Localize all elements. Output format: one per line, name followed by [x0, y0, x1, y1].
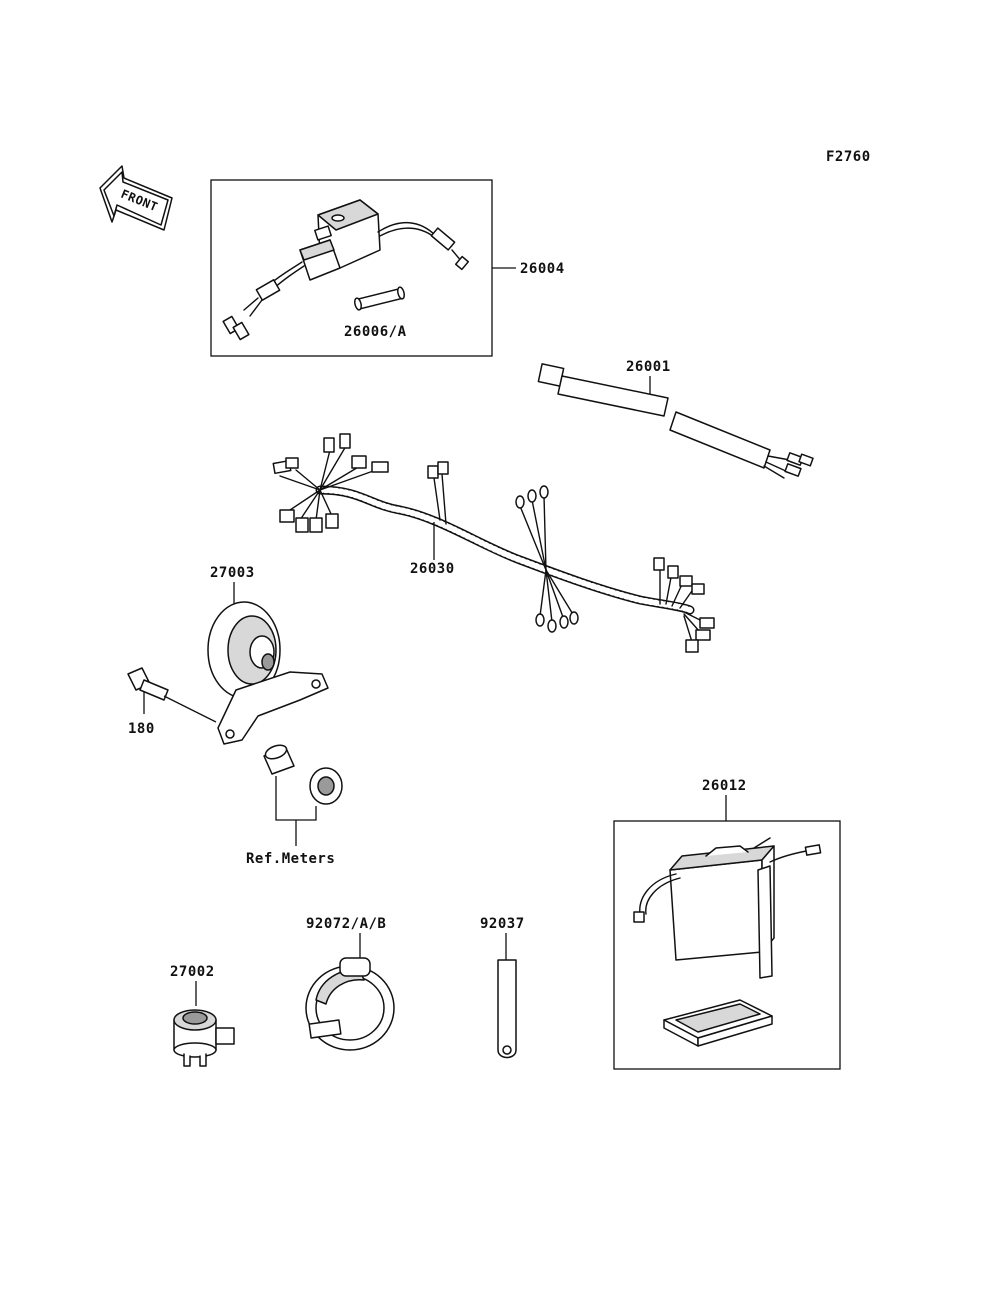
lead-wire-group: 26001: [537, 359, 814, 479]
front-arrow-icon: FRONT: [99, 165, 173, 231]
bolt-drawing: [127, 667, 169, 701]
bolt-part-number: 180: [128, 721, 155, 737]
battery-case-drawing: [663, 999, 773, 1047]
horn-bracket: [217, 671, 329, 745]
band-group: 92072/A/B: [305, 916, 395, 1051]
battery-box: [613, 820, 841, 1070]
main-harness-part-number: 26030: [410, 561, 455, 577]
strap-group: 92037: [480, 916, 525, 1059]
fuse-part-number: 26006/A: [344, 324, 407, 340]
horn-part-number: 27003: [210, 565, 255, 581]
battery-drawing: [633, 837, 822, 979]
strap-part-number: 92037: [480, 916, 525, 932]
ref-meters-label: Ref.Meters: [246, 851, 335, 867]
figure-code: F2760: [826, 149, 871, 165]
collar-drawing: [263, 744, 295, 775]
band-part-number: 92072/A/B: [306, 916, 386, 932]
fuse-drawing: [353, 286, 406, 311]
battery-part-number: 26012: [702, 778, 747, 794]
ignition-coil-group: 26006/A 26004: [210, 179, 565, 357]
strap-drawing: [497, 959, 517, 1059]
ignition-coil-part-number: 26004: [520, 261, 565, 277]
horn-group: 27003 180 Ref.Meters: [127, 565, 343, 867]
battery-group: 26012: [613, 778, 841, 1070]
grommet-drawing: [309, 767, 343, 805]
switch-part-number: 27002: [170, 964, 215, 980]
lead-wire-part-number: 26001: [626, 359, 671, 375]
switch-drawing: [173, 1009, 235, 1067]
main-harness-group: 26030: [272, 433, 715, 653]
ignition-coil-drawing: [222, 199, 470, 341]
switch-group: 27002: [170, 964, 235, 1067]
